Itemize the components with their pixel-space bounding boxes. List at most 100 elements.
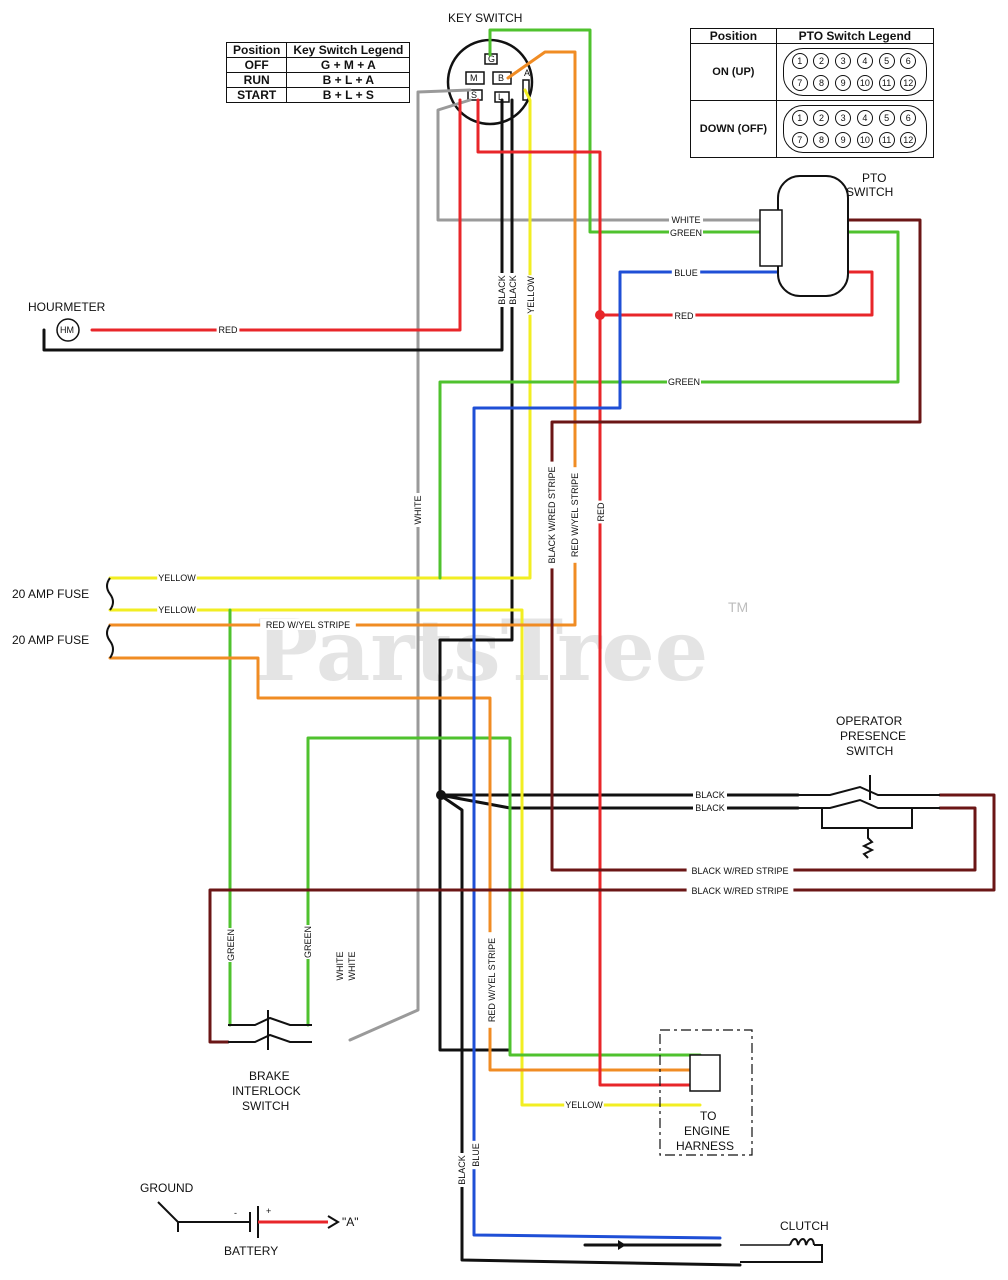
wire-label-text: BLUE	[471, 1143, 481, 1167]
pto-switch-body	[777, 175, 849, 297]
wire-label-background	[334, 949, 345, 983]
brake-contact-2	[228, 1033, 312, 1043]
ops-ground-bar	[821, 808, 913, 829]
wire-label-background	[346, 949, 357, 983]
wire-label-background	[260, 619, 356, 630]
clutch-coil	[789, 1238, 815, 1246]
key-label-m: M	[470, 73, 478, 83]
key-terminal-a	[522, 79, 530, 101]
wire-yellow-fuse1	[108, 88, 532, 580]
wire-label-blue-lower: BLUE	[470, 1140, 481, 1170]
wire-labels: WHITE GREEN BLUE RED RED GREEN BLACK BLACK YELLO…	[157, 214, 794, 1187]
wire-label-red-yel-fuse: RED W/YEL STRIPE	[260, 619, 356, 630]
wire-black-clutch	[438, 793, 742, 1267]
engine-harness-box	[659, 1029, 753, 1156]
pto-pin: 4	[856, 53, 873, 70]
wire-blue-main	[472, 270, 802, 1240]
pto-pin: 3	[835, 53, 852, 70]
wire-label-background	[546, 461, 557, 569]
pto-pin: 10	[856, 75, 873, 92]
wire-label-background	[496, 273, 507, 307]
wire-label-background	[216, 324, 240, 335]
wire-label-background	[595, 500, 606, 524]
wire-label-black-red-v: BLACK W/RED STRIPE	[546, 461, 557, 569]
wire-label-background	[693, 802, 727, 813]
wire-label-black-v1: BLACK	[496, 273, 507, 307]
wire-label-background	[157, 572, 197, 583]
wire-white-pto	[436, 98, 792, 222]
wire-label-black-ops2: BLACK	[693, 802, 727, 813]
wire-label-background	[525, 275, 536, 315]
key-label-l: L	[498, 92, 503, 102]
fuse2-symbol	[106, 624, 114, 659]
ops-contact-2	[798, 798, 940, 809]
pto-pin: 2	[813, 53, 830, 70]
wire-label-text: RED	[596, 502, 606, 522]
pto-pin: 2	[813, 110, 830, 127]
wire-label-text: BLACK W/RED STRIPE	[691, 866, 788, 876]
wire-label-background	[564, 1099, 604, 1110]
clutch-title: CLUTCH	[780, 1219, 829, 1233]
wire-label-background	[507, 273, 518, 307]
wire-label-text: GREEN	[303, 926, 313, 958]
key-switch-legend: Position Key Switch Legend OFF G + M + A…	[225, 42, 411, 103]
fuse1-symbol	[106, 577, 114, 611]
wire-blackred-ops	[550, 218, 977, 872]
wire-label-text: BLUE	[674, 268, 698, 278]
wire-label-background	[569, 467, 580, 563]
pto-pin: 1	[791, 53, 808, 70]
wire-redyel-fuse2	[108, 50, 577, 627]
pto-pin: 9	[835, 132, 852, 149]
wire-label-background	[157, 604, 197, 615]
pto-switch-tab	[759, 209, 783, 267]
pto-switch-title-1: PTO	[862, 171, 886, 185]
wire-label-black-red-h1: BLACK W/RED STRIPE	[686, 865, 794, 876]
pto-pin: 1	[791, 110, 808, 127]
wire-blackred-brake	[208, 793, 996, 1044]
wire-label-background	[669, 214, 703, 225]
wire-label-text: RED	[218, 325, 238, 335]
wire-label-red-hm: RED	[216, 324, 240, 335]
pto-pin: 11	[878, 132, 895, 149]
ground-title: GROUND	[140, 1181, 194, 1195]
ops-contact-1	[798, 785, 940, 796]
pto-legend-header-legend: PTO Switch Legend	[775, 27, 935, 45]
wire-label-green-pto: GREEN	[669, 227, 703, 238]
hourmeter-symbol	[56, 318, 80, 342]
key-legend-header-position: Position	[225, 42, 288, 58]
wire-label-text: RED W/YEL STRIPE	[570, 473, 580, 557]
wire-label-background	[302, 925, 313, 959]
battery-connector	[327, 1215, 340, 1229]
watermark: PartsTree	[255, 601, 708, 700]
engine-title-1: TO	[700, 1109, 716, 1123]
wire-label-white-brake2: WHITE	[346, 949, 357, 983]
wire-label-text: GREEN	[226, 929, 236, 961]
watermark-tm: TM	[728, 599, 748, 615]
hourmeter-title: HOURMETER	[28, 300, 106, 314]
wire-label-text: RED W/YEL STRIPE	[487, 938, 497, 1022]
wire-label-text: WHITE	[413, 496, 423, 525]
wire-label-text: RED	[674, 311, 694, 321]
wire-label-black-red-h2: BLACK W/RED STRIPE	[686, 885, 794, 896]
key-terminal-m	[465, 71, 485, 85]
wire-label-red-yel-v: RED W/YEL STRIPE	[569, 467, 580, 563]
wire-label-text: BLACK	[695, 790, 725, 800]
wire-label-background	[667, 376, 701, 387]
engine-connector	[689, 1054, 721, 1092]
wire-label-background	[486, 932, 497, 1028]
pto-pin: 5	[878, 53, 895, 70]
brake-title-1: BRAKE	[249, 1069, 290, 1083]
ground-symbol	[157, 1201, 179, 1232]
wire-redyel-engine	[108, 656, 702, 1072]
wire-white-main	[348, 88, 472, 1042]
wire-label-background	[693, 789, 727, 800]
wire-label-background	[225, 928, 236, 962]
pto-pin: 3	[835, 110, 852, 127]
wire-label-text: YELLOW	[526, 276, 536, 314]
wire-label-background	[456, 1153, 467, 1187]
wire-label-background	[412, 493, 423, 527]
wire-green-main	[438, 28, 900, 580]
